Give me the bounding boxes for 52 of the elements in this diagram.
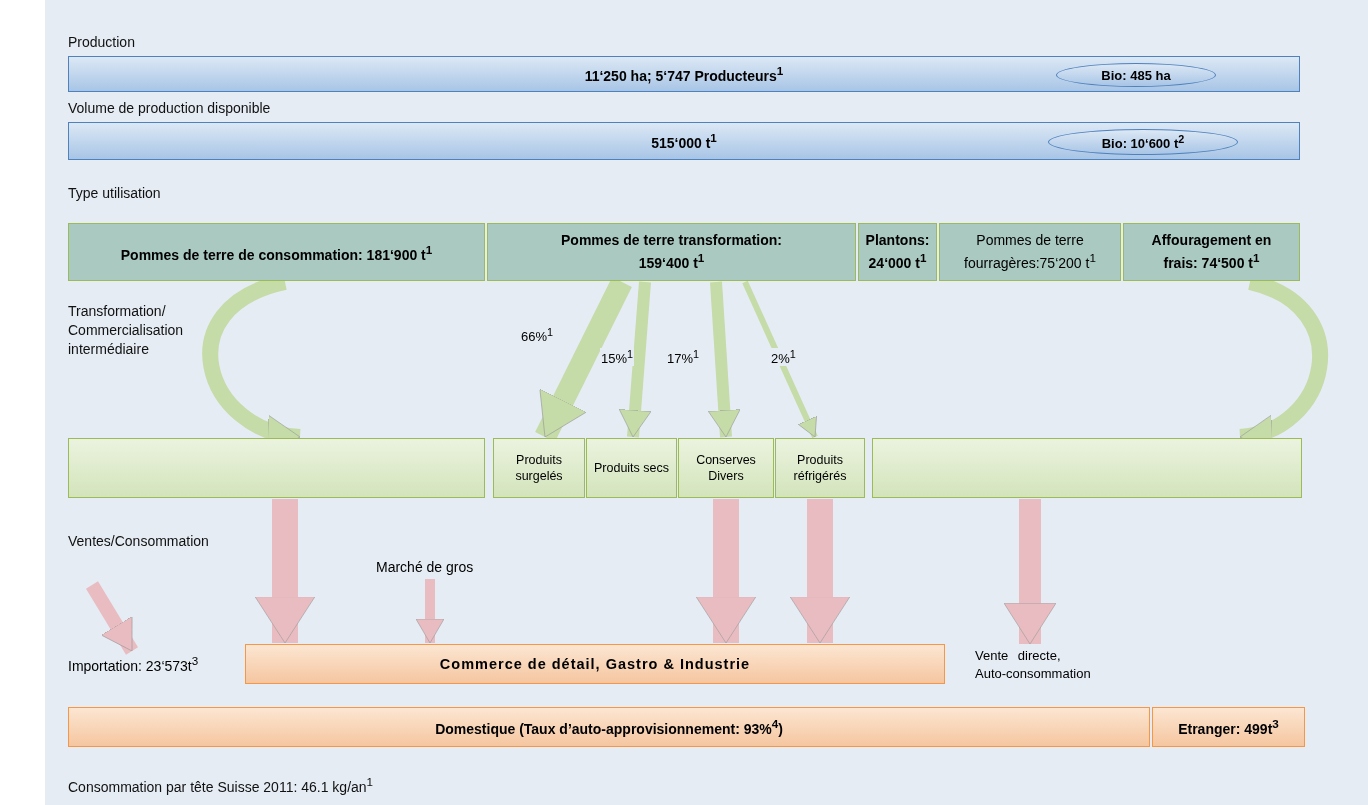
box-label: Bio: 485 ha xyxy=(1101,67,1171,83)
edge-label: 2%$^{1}$ xyxy=(770,348,797,367)
data-bar xyxy=(68,122,1300,160)
arrow xyxy=(254,499,316,644)
process-box xyxy=(872,438,1302,498)
box-label: Plantons: 24‘000 t$^{1}$ xyxy=(865,232,930,272)
process-box xyxy=(68,438,485,498)
market-bar xyxy=(68,707,1150,747)
data-bar xyxy=(68,56,1300,92)
box-label: 11‘250 ha; 5‘747 Producteurs$^{1}$ xyxy=(584,64,784,84)
box-label: Produits réfrigérés xyxy=(792,452,848,484)
arrow xyxy=(742,280,818,439)
category-box xyxy=(939,223,1121,281)
box-label: Importation: 23‘573t$^{3}$ xyxy=(68,652,199,676)
section-heading: Production xyxy=(68,33,135,52)
sales-box xyxy=(245,644,945,684)
box-label: Affouragement en frais: 74‘500 t$^{1}$ xyxy=(1150,232,1273,272)
arrow xyxy=(695,499,757,644)
footnote-text: Consommation par tête Suisse 2011: 46.1 kg/an$^{1}$ xyxy=(68,774,374,797)
process-box xyxy=(678,438,774,498)
box-label: Vente directe, Auto-consommation xyxy=(975,647,1092,683)
arrow xyxy=(708,281,741,438)
section-heading: Transformation/ Commercialisation intermédiaire xyxy=(68,302,185,359)
box-label: Domestique (Taux d’auto-approvisionnement: 93%$^{4}$) xyxy=(435,717,783,737)
box-label: Produits secs xyxy=(594,460,669,476)
arrow xyxy=(86,581,138,655)
section-heading: Type utilisation xyxy=(68,184,161,203)
category-box xyxy=(858,223,937,281)
arrow xyxy=(415,579,445,644)
box-label: 515‘000 t$^{1}$ xyxy=(651,131,717,151)
box-label: Pommes de terre fourragères:75‘200 t$^{1}$ xyxy=(963,232,1097,272)
box-label: Conserves Divers xyxy=(695,452,757,484)
section-heading: Ventes/Consommation xyxy=(68,532,209,551)
arrow xyxy=(618,281,652,438)
box-label: Pommes de terre transformation: 159‘400 t$^{1}$ xyxy=(560,232,783,272)
box-label: Bio: 10‘600 t$^{2}$ xyxy=(1101,132,1185,152)
category-box xyxy=(68,223,485,281)
process-box xyxy=(586,438,677,498)
box-label: Pommes de terre de consommation: 181‘900 t$^{1}$ xyxy=(120,241,433,264)
box-label: Marché de gros xyxy=(376,557,474,577)
category-box xyxy=(487,223,856,281)
process-box xyxy=(775,438,865,498)
arrow xyxy=(789,499,851,644)
section-heading: Volume de production disponible xyxy=(68,99,271,118)
box-label: Commerce de détail, Gastro & Industrie xyxy=(439,656,751,672)
box-label: Produits surgelés xyxy=(514,452,564,484)
process-box xyxy=(493,438,585,498)
category-box xyxy=(1123,223,1300,281)
arrow xyxy=(1003,499,1057,645)
box-label: Etranger: 499t$^{3}$ xyxy=(1178,717,1279,737)
edge-label: 15%$^{1}$ xyxy=(600,348,635,367)
market-bar xyxy=(1152,707,1305,747)
